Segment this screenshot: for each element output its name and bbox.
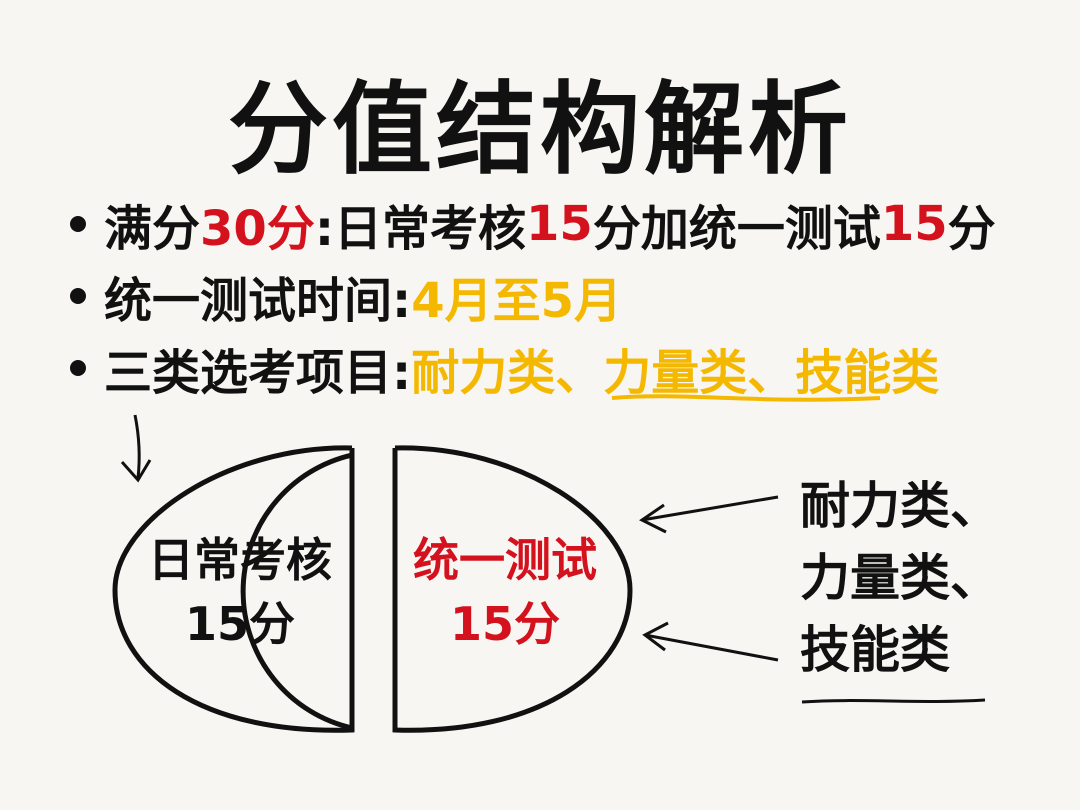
text: 分加统一测试 <box>592 201 881 257</box>
text: 三类选考项目: <box>104 345 412 401</box>
list-item: 技能类 <box>800 621 950 679</box>
highlight-yellow: 耐力类、力量类、技能类 <box>411 345 940 401</box>
side-category-list: 耐力类、 力量类、 技能类 <box>800 470 1000 686</box>
text: 统一测试时间: <box>104 273 412 329</box>
right-half-circle <box>392 445 633 733</box>
bullet-categories: 三类选考项目: 耐力类、力量类、技能类 <box>70 332 996 404</box>
bullet-dot-icon <box>70 288 86 304</box>
highlight-red: 15 <box>526 196 593 252</box>
text: 分 <box>947 201 996 257</box>
list-item: 耐力类、 <box>800 477 1000 535</box>
left-half-circle <box>112 445 355 733</box>
highlight-red: 30分 <box>200 201 315 257</box>
arrow-left-icon <box>644 633 779 662</box>
down-arrow-icon <box>133 414 141 479</box>
left-half-label: 日常考核 15分 <box>148 533 332 651</box>
underline <box>801 698 986 704</box>
bullet-list: 满分 30分 :日常考核 15 分加统一测试 15 分 统一测试时间: 4月至5… <box>70 188 996 404</box>
page-title: 分值结构解析 <box>228 71 852 188</box>
text: 满分 <box>104 201 201 257</box>
bullet-dot-icon <box>70 360 86 376</box>
right-half-label: 统一测试 15分 <box>413 533 597 651</box>
list-item: 力量类、 <box>800 549 1000 607</box>
bullet-dot-icon <box>70 216 86 232</box>
yellow-underline <box>611 394 881 402</box>
highlight-yellow: 4月至5月 <box>411 273 623 329</box>
text: :日常考核 <box>314 201 527 257</box>
bullet-time: 统一测试时间: 4月至5月 <box>70 260 996 332</box>
highlight-red: 15 <box>880 196 948 252</box>
arrow-left-icon <box>641 495 779 522</box>
bullet-score: 满分 30分 :日常考核 15 分加统一测试 15 分 <box>70 188 996 260</box>
